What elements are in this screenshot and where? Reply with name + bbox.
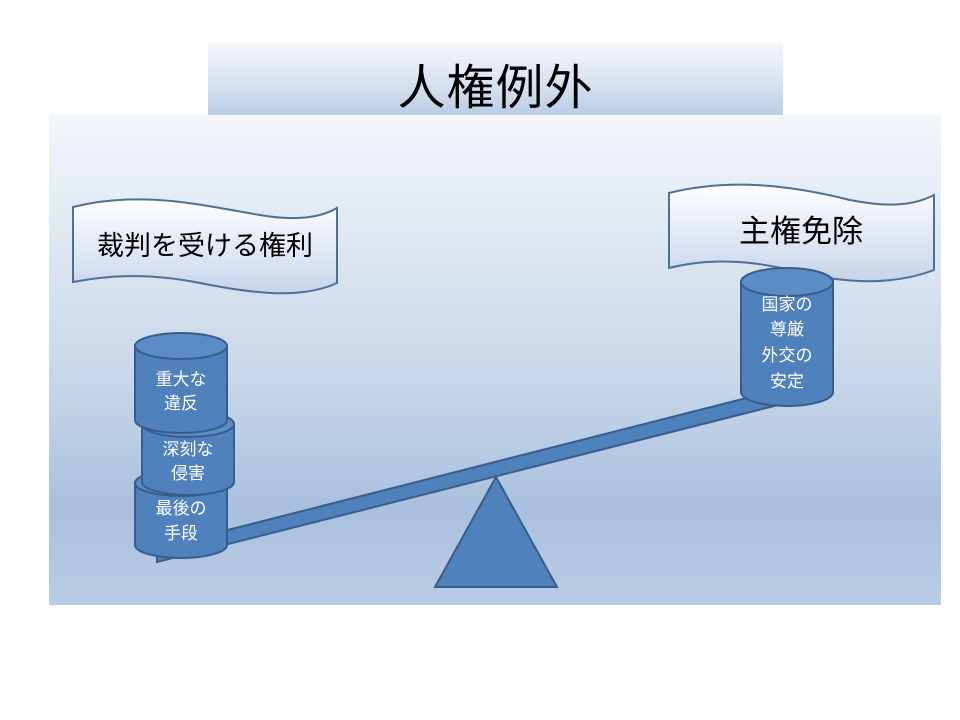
left-cylinder-bottom-line2: 手段 [164, 524, 198, 544]
left-cylinder-bottom-line1: 最後の [156, 499, 207, 519]
left-cylinder-middle-line1: 深刻な [163, 440, 214, 460]
title-box: 人権例外 [208, 43, 783, 123]
left-cylinder-top-line2: 違反 [164, 394, 198, 414]
left-cylinder-top: 重大な 違反 [134, 332, 228, 434]
left-banner-label: 裁判を受ける権利 [97, 231, 313, 262]
page-title: 人権例外 [397, 60, 594, 116]
left-cylinder-top-line1: 重大な [156, 370, 207, 390]
right-cylinder-line1: 国家の [762, 295, 813, 315]
left-cylinder-middle-line2: 侵害 [171, 464, 205, 484]
right-cylinder-line4: 安定 [770, 372, 804, 392]
right-cylinder: 国家の 尊厳 外交の 安定 [740, 267, 834, 407]
right-cylinder-line2: 尊厳 [770, 320, 804, 340]
left-banner-shape [72, 198, 338, 295]
left-cylinder-stack: 最後の 手段 深刻な 侵害 重大な 違反 [134, 332, 235, 559]
right-banner: 主権免除 [668, 183, 935, 283]
fulcrum-triangle [433, 474, 559, 588]
right-cylinder-line3: 外交の [762, 346, 813, 366]
left-banner: 裁判を受ける権利 [72, 198, 338, 295]
right-banner-label: 主権免除 [739, 214, 863, 250]
right-banner-shape [668, 183, 935, 283]
